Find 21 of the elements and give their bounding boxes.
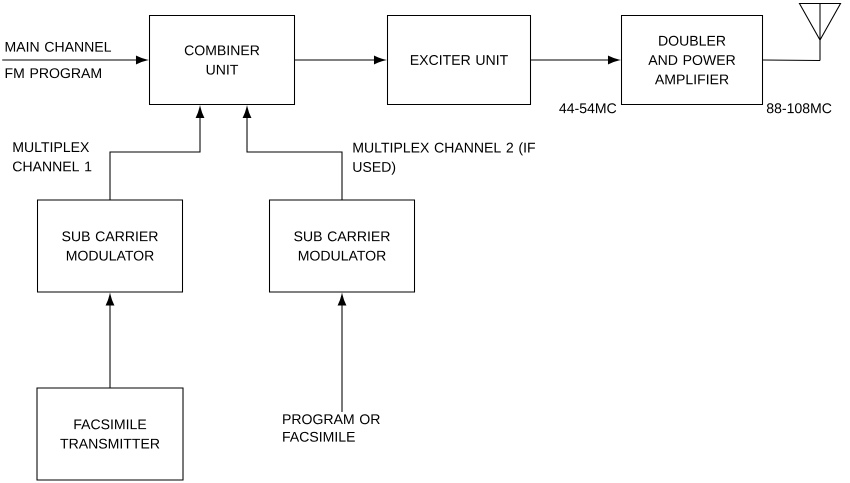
input-label: PROGRAM OR FACSIMILE (283, 414, 380, 442)
frequency-label: 44-54MC (559, 103, 616, 114)
arrow (2, 56, 148, 64)
edge-label: MULTIPLEX CHANNEL 1 (13, 142, 92, 172)
arrow (338, 294, 346, 412)
block-box: SUB CARRIER MODULATOR (36, 199, 184, 293)
block-box: FACSIMILE TRANSMITTER (36, 387, 184, 481)
block-box: SUB CARRIER MODULATOR (268, 199, 416, 293)
block-box: EXCITER UNIT (386, 14, 532, 106)
arrow (109, 106, 204, 200)
arrow (295, 56, 386, 64)
antenna-drawing (798, 2, 842, 61)
line (763, 59, 820, 62)
block-box: DOUBLER AND POWER AMPLIFIER (620, 14, 764, 106)
block-box: COMBINER UNIT (148, 14, 296, 106)
arrow (106, 294, 114, 388)
arrow (531, 56, 620, 64)
arrow (242, 106, 343, 200)
frequency-label: 88-108MC (766, 103, 832, 114)
edge-label: MULTIPLEX CHANNEL 2 (IF USED) (353, 142, 535, 175)
input-label: MAIN CHANNEL FM PROGRAM (6, 42, 112, 78)
